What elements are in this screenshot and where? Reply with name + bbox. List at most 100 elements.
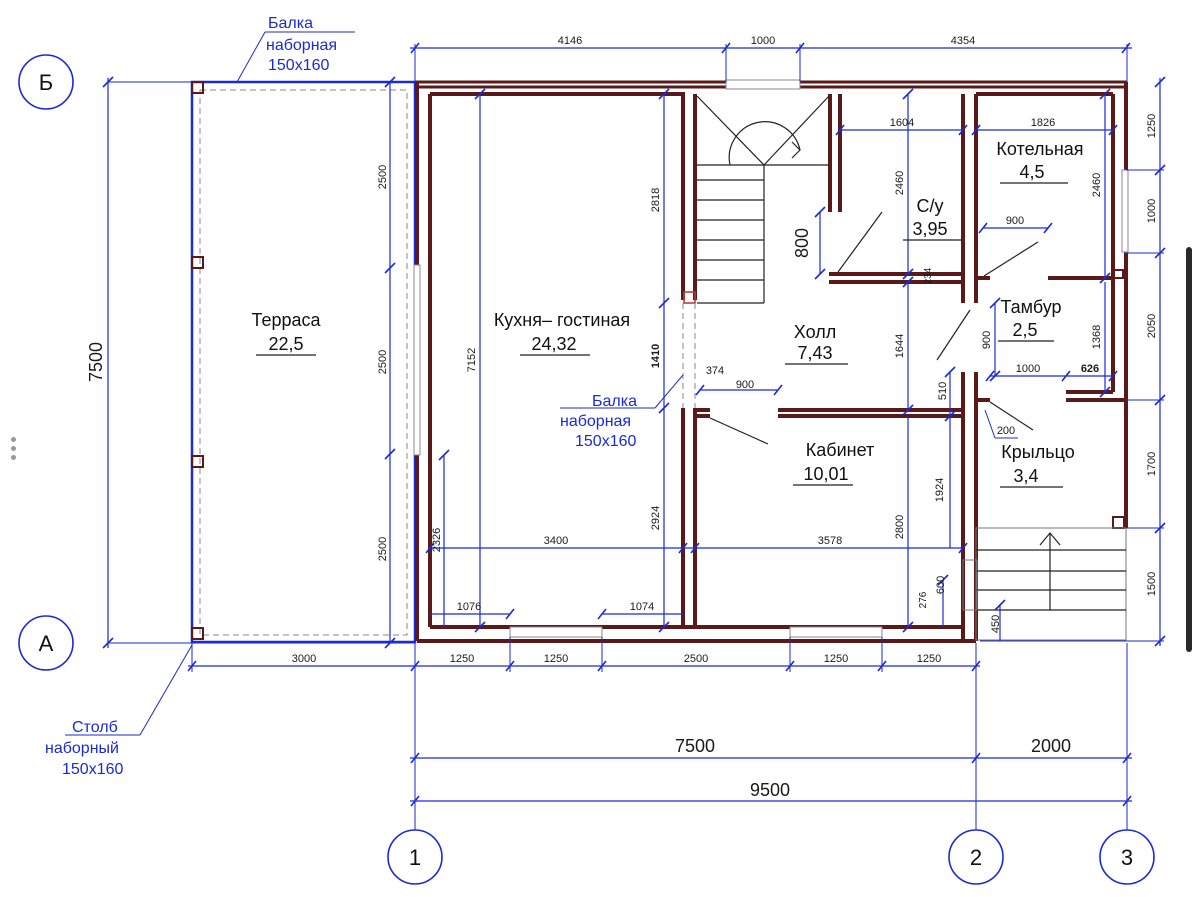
axis-col-3: 3: [1099, 829, 1155, 885]
svg-text:1250: 1250: [544, 653, 568, 665]
svg-text:Холл: Холл: [794, 322, 836, 342]
svg-text:2924: 2924: [650, 506, 662, 530]
svg-text:2818: 2818: [650, 188, 662, 212]
svg-text:4146: 4146: [558, 35, 582, 47]
svg-text:2326: 2326: [431, 528, 443, 552]
svg-text:200: 200: [997, 425, 1015, 437]
room-boiler: Котельная 4,5: [996, 139, 1084, 184]
svg-text:4354: 4354: [951, 35, 975, 47]
note-post: Столб наборный 150x160: [45, 719, 123, 778]
svg-text:Балка: Балка: [592, 393, 637, 410]
svg-text:Терраса: Терраса: [251, 310, 321, 330]
svg-text:450: 450: [990, 615, 1002, 633]
svg-text:1250: 1250: [917, 653, 941, 665]
svg-text:2800: 2800: [894, 515, 906, 539]
svg-text:900: 900: [981, 331, 993, 349]
svg-text:2: 2: [970, 845, 982, 870]
svg-text:7500: 7500: [675, 736, 715, 756]
svg-text:1000: 1000: [1146, 199, 1158, 223]
svg-text:Балка: Балка: [268, 15, 313, 32]
svg-text:800: 800: [792, 228, 812, 258]
room-vestibule: Тамбур 2,5: [998, 297, 1062, 342]
room-hall: Холл 7,43: [785, 322, 848, 365]
svg-text:2460: 2460: [1091, 173, 1103, 197]
porch-steps: [962, 527, 1127, 641]
svg-text:А: А: [39, 631, 54, 656]
svg-text:3,4: 3,4: [1013, 466, 1038, 486]
svg-text:2460: 2460: [894, 171, 906, 195]
svg-text:24,32: 24,32: [531, 334, 576, 354]
svg-text:22,5: 22,5: [268, 334, 303, 354]
svg-text:2,5: 2,5: [1012, 320, 1037, 340]
axis-col-1: 1: [387, 829, 443, 885]
svg-text:3400: 3400: [544, 535, 568, 547]
axis-row-a: А: [18, 615, 74, 671]
svg-text:10,01: 10,01: [803, 464, 848, 484]
svg-text:1604: 1604: [890, 117, 914, 129]
svg-text:9500: 9500: [750, 780, 790, 800]
svg-text:2500: 2500: [377, 350, 389, 374]
svg-text:1000: 1000: [1016, 363, 1040, 375]
svg-text:1368: 1368: [1091, 325, 1103, 349]
svg-text:Кабинет: Кабинет: [806, 440, 874, 460]
svg-text:2000: 2000: [1031, 736, 1071, 756]
svg-text:Б: Б: [39, 70, 53, 95]
axis-row-b: Б: [18, 54, 74, 110]
svg-text:900: 900: [1006, 215, 1024, 227]
room-terrace: Терраса 22,5: [251, 310, 322, 356]
svg-text:С/у: С/у: [917, 196, 944, 216]
svg-text:1826: 1826: [1031, 117, 1055, 129]
svg-text:3: 3: [1121, 845, 1133, 870]
dimension-lines: [65, 31, 1166, 807]
svg-text:3000: 3000: [292, 653, 316, 665]
svg-text:4,5: 4,5: [1019, 162, 1044, 182]
svg-text:7152: 7152: [466, 348, 478, 372]
svg-text:наборная: наборная: [266, 37, 337, 54]
svg-text:900: 900: [736, 379, 754, 391]
svg-text:Кухня– гостиная: Кухня– гостиная: [494, 310, 630, 330]
svg-text:Котельная: Котельная: [996, 139, 1083, 159]
svg-text:3,95: 3,95: [912, 219, 947, 239]
room-cabinet: Кабинет 10,01: [793, 440, 874, 486]
svg-text:1076: 1076: [457, 601, 481, 613]
svg-text:Столб: Столб: [72, 719, 118, 736]
svg-text:2500: 2500: [377, 537, 389, 561]
svg-text:374: 374: [706, 365, 724, 377]
dimension-labels: 4146 1000 4354 7500 2500 2500 2500 3000 …: [86, 35, 1158, 800]
svg-text:150x160: 150x160: [268, 57, 329, 74]
svg-text:1250: 1250: [450, 653, 474, 665]
room-kitchen: Кухня– гостиная 24,32: [494, 310, 630, 356]
svg-text:7,43: 7,43: [797, 343, 832, 363]
axis-col-2: 2: [948, 829, 1004, 885]
side-handle[interactable]: [10, 437, 18, 463]
svg-text:1000: 1000: [751, 35, 775, 47]
svg-text:600: 600: [935, 576, 947, 594]
svg-text:150x160: 150x160: [575, 433, 636, 450]
svg-text:1924: 1924: [934, 478, 946, 502]
svg-text:1410: 1410: [650, 344, 662, 368]
svg-text:1250: 1250: [824, 653, 848, 665]
note-beam-top: Балка наборная 150x160: [266, 15, 337, 74]
svg-text:1644: 1644: [894, 334, 906, 358]
svg-text:234: 234: [923, 267, 934, 284]
svg-text:Тамбур: Тамбур: [1000, 297, 1061, 317]
svg-text:1074: 1074: [630, 601, 654, 613]
svg-text:150x160: 150x160: [62, 761, 123, 778]
svg-text:276: 276: [918, 591, 929, 608]
staircase: [696, 95, 830, 304]
svg-text:2500: 2500: [377, 165, 389, 189]
room-porch: Крыльцо 3,4: [1000, 442, 1075, 488]
svg-text:2050: 2050: [1146, 314, 1158, 338]
vertical-scrollbar[interactable]: [1186, 247, 1192, 652]
svg-text:1: 1: [409, 845, 421, 870]
svg-text:наборная: наборная: [560, 413, 631, 430]
svg-text:1700: 1700: [1146, 452, 1158, 476]
svg-text:626: 626: [1081, 363, 1099, 375]
svg-text:1250: 1250: [1146, 114, 1158, 138]
svg-text:Крыльцо: Крыльцо: [1001, 442, 1074, 462]
note-beam-mid: Балка наборная 150x160: [560, 393, 637, 450]
svg-text:7500: 7500: [86, 342, 106, 382]
svg-text:1500: 1500: [1146, 572, 1158, 596]
room-wc: С/у 3,95: [903, 196, 962, 241]
